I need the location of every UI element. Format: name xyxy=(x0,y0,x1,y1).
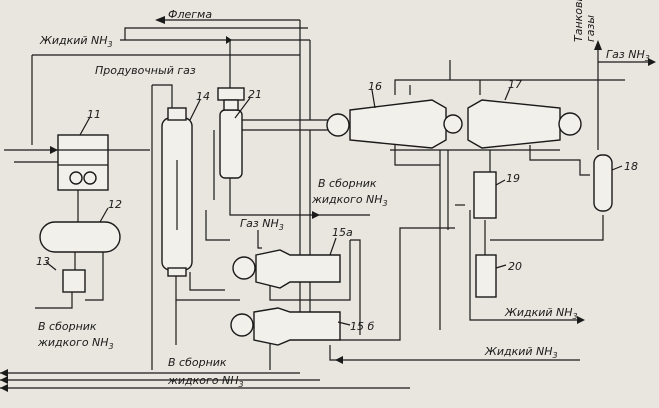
liquid-out-1-arrow-icon xyxy=(577,316,585,324)
top-header-16-17 xyxy=(394,79,625,95)
vertical-mid-1 xyxy=(299,120,310,331)
text-labels: Флегма Жидкий NH3 Продувочный газ Танков… xyxy=(36,0,650,389)
num-18: 18 xyxy=(624,160,638,173)
num-17: 17 xyxy=(508,78,522,91)
label-collector-left-1: В сборник xyxy=(38,320,97,333)
14-to-15a xyxy=(189,272,225,291)
label-collector-bottom-1: В сборник xyxy=(168,356,227,369)
inlet-arrow-icon xyxy=(50,146,58,154)
num-13: 13 xyxy=(36,255,50,268)
num-19: 19 xyxy=(506,172,520,185)
num-12: 12 xyxy=(108,198,122,211)
equipment-16 xyxy=(326,89,463,149)
label-liquid-nh3-right-1: Жидкий NH3 xyxy=(504,306,578,321)
label-flegma: Флегма xyxy=(168,8,212,21)
label-collector-left-2: жидкого NH3 xyxy=(37,336,114,351)
13-out xyxy=(35,292,73,309)
num-15b: 15 б xyxy=(350,320,374,333)
equipment-11 xyxy=(57,116,109,191)
bottom-arrow-3-icon xyxy=(0,384,8,392)
gas-nh3-right-arrow-icon xyxy=(648,58,656,66)
14-to-15b xyxy=(175,275,240,301)
equipment-18 xyxy=(593,154,623,212)
liquid-nh3-arrow-icon xyxy=(226,36,232,44)
17-to-18 xyxy=(529,145,590,176)
label-collector-mid-2: жидкого NH3 xyxy=(311,193,388,208)
pipelines xyxy=(0,16,656,392)
15a-to-15b xyxy=(350,239,361,335)
label-liquid-nh3-right-2: Жидкий NH3 xyxy=(484,345,558,360)
liquid-nh3-out-1 xyxy=(469,210,580,321)
equipment-14 xyxy=(161,99,201,277)
label-liquid-nh3-top: Жидкий NH3 xyxy=(39,34,113,49)
bottom-arrow-1-icon xyxy=(0,369,8,377)
label-purge-gas: Продувочный газ xyxy=(95,64,196,77)
bottom-arrow-2-icon xyxy=(0,376,8,384)
num-15a: 15а xyxy=(332,226,353,239)
equipment-15b xyxy=(230,307,351,346)
tank-gas-arrow-icon xyxy=(594,40,602,50)
label-collector-bottom-2: жидкого NH3 xyxy=(167,374,244,389)
21-bottom-line xyxy=(229,178,370,216)
num-16: 16 xyxy=(368,80,382,93)
collector-mid-arrow-icon xyxy=(312,211,320,219)
liquid-in-arrow-icon xyxy=(335,356,343,364)
num-20: 20 xyxy=(508,260,522,273)
equipment-12 xyxy=(39,207,121,253)
21-to-15a xyxy=(205,210,230,241)
16-bottom xyxy=(394,145,440,166)
gas-nh3-mid-line xyxy=(257,230,262,249)
equipment-15a xyxy=(232,237,341,289)
label-tank-gases-2: газы xyxy=(584,15,597,42)
flegma-arrow-icon xyxy=(155,16,165,24)
num-14: 14 xyxy=(196,90,210,103)
label-gas-nh3-right: Газ NH3 xyxy=(606,48,650,63)
label-gas-nh3-mid: Газ NH3 xyxy=(240,217,284,232)
liquid-nh3-in xyxy=(329,345,580,361)
label-tank-gases-1: Танковые xyxy=(572,0,585,42)
equipment-20 xyxy=(475,254,507,298)
equipment-21 xyxy=(217,87,251,179)
equipment-17 xyxy=(467,87,582,149)
15b-to-19 xyxy=(340,227,455,341)
18-bottom-line xyxy=(490,215,604,241)
equipment-13 xyxy=(45,261,86,293)
15a-out xyxy=(269,240,351,301)
label-collector-mid-1: В сборник xyxy=(318,177,377,190)
num-11: 11 xyxy=(87,108,101,121)
top-bundle-line-2 xyxy=(124,27,308,40)
12-right-to-13 xyxy=(85,252,104,301)
equipment-19 xyxy=(473,171,506,219)
purge-gas-line xyxy=(152,84,173,110)
num-21: 21 xyxy=(248,88,262,101)
